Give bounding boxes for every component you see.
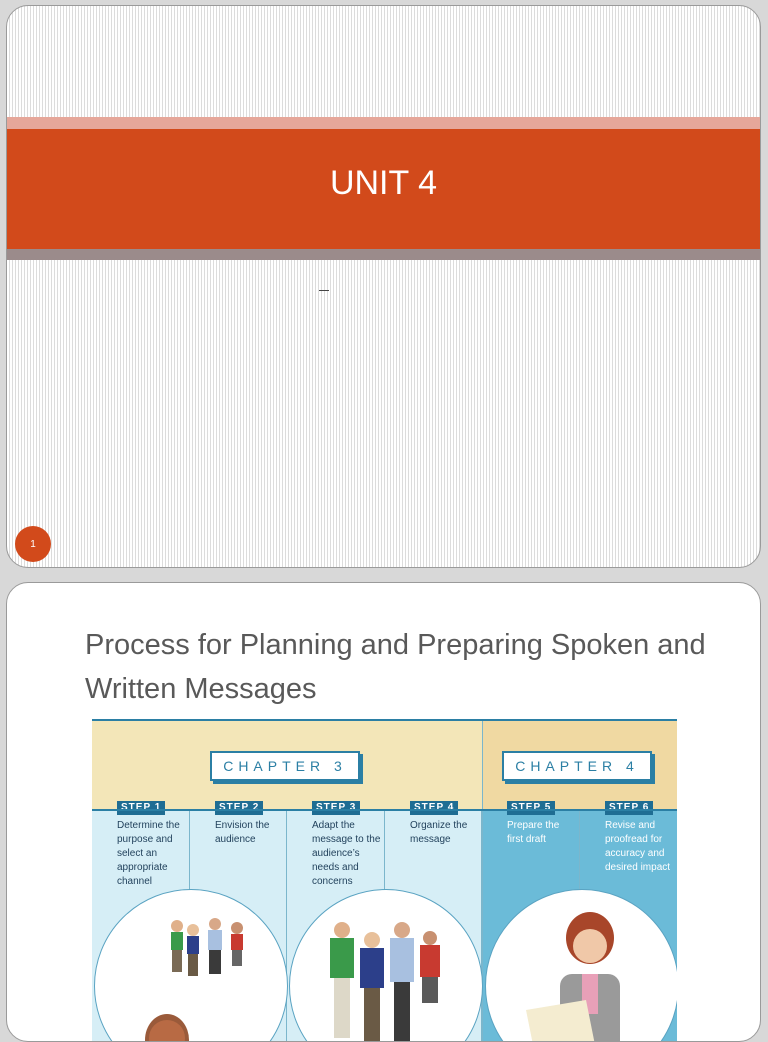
- step-description: Adapt the message to the audience’s need…: [312, 820, 381, 887]
- audience-group-illustration: [171, 918, 243, 976]
- chapter-3-tag: CHAPTER 3: [210, 751, 360, 781]
- step-description: Envision the audience: [215, 820, 270, 845]
- process-figure: CHAPTER 3 CHAPTER 4 STEP 1 Determine the…: [92, 719, 677, 1041]
- step-label: STEP 2: [215, 801, 264, 815]
- slide-title: UNIT 4: [329, 164, 438, 202]
- title-slide: UNIT 4 _ 1: [6, 5, 761, 568]
- step-label: STEP 5: [507, 801, 556, 815]
- content-slide: Process for Planning and Preparing Spoke…: [6, 582, 761, 1042]
- page-number-badge: 1: [15, 526, 51, 562]
- slide-heading: Process for Planning and Preparing Spoke…: [85, 629, 706, 705]
- step-description: Revise and proofread for accuracy and de…: [605, 820, 671, 873]
- step-description: Prepare the first draft: [507, 820, 560, 845]
- accent-band-gray: [7, 249, 760, 260]
- subtitle-placeholder: _: [319, 290, 329, 291]
- chapter-4-tag: CHAPTER 4: [502, 751, 652, 781]
- accent-band-pink: [7, 117, 760, 129]
- step-label: STEP 1: [117, 801, 166, 815]
- step-description: Organize the message: [410, 820, 468, 845]
- chapter-divider: [482, 721, 483, 1041]
- step-label: STEP 3: [312, 801, 361, 815]
- step-label: STEP 4: [410, 801, 459, 815]
- step-label: STEP 6: [605, 801, 654, 815]
- step-description: Determine the purpose and select an appr…: [117, 820, 180, 887]
- writer-illustration: [145, 1014, 189, 1041]
- title-band: [7, 129, 760, 249]
- step-rule: [92, 809, 677, 811]
